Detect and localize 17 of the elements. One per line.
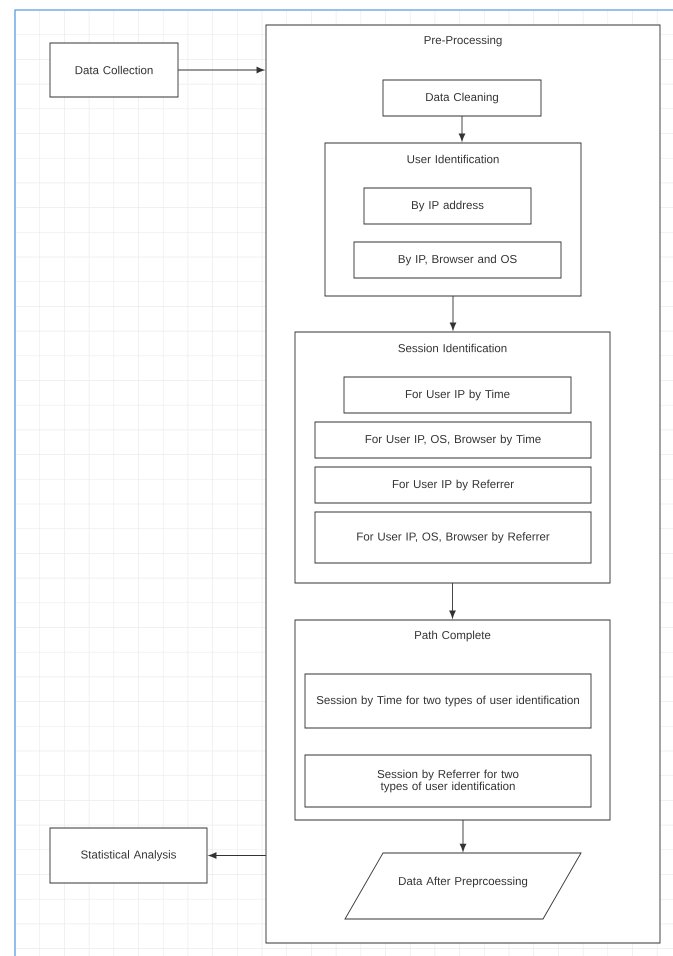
process-box: For User IP by Referrer	[314, 466, 592, 504]
arrow	[178, 66, 264, 74]
process-box: Session by Referrer for two types of user identification	[304, 754, 592, 808]
arrow	[450, 296, 456, 330]
process-box: By IP address	[364, 188, 532, 224]
process-box: Data Cleaning	[382, 80, 542, 116]
process-box: For User IP, OS, Browser by Referrer	[314, 512, 592, 564]
process-box: For User IP by Time	[344, 376, 572, 414]
arrow	[208, 852, 266, 859]
process-box: Session by Time for two types of user identification	[304, 674, 592, 728]
process-box: By IP, Browser and OS	[354, 242, 562, 278]
process-box: Data Collection	[50, 42, 178, 98]
process-box: For User IP, OS, Browser by Time	[314, 422, 592, 458]
arrow	[458, 116, 466, 142]
arrow	[460, 820, 466, 852]
arrow	[449, 583, 456, 618]
process-box: Statistical Analysis	[50, 828, 208, 884]
